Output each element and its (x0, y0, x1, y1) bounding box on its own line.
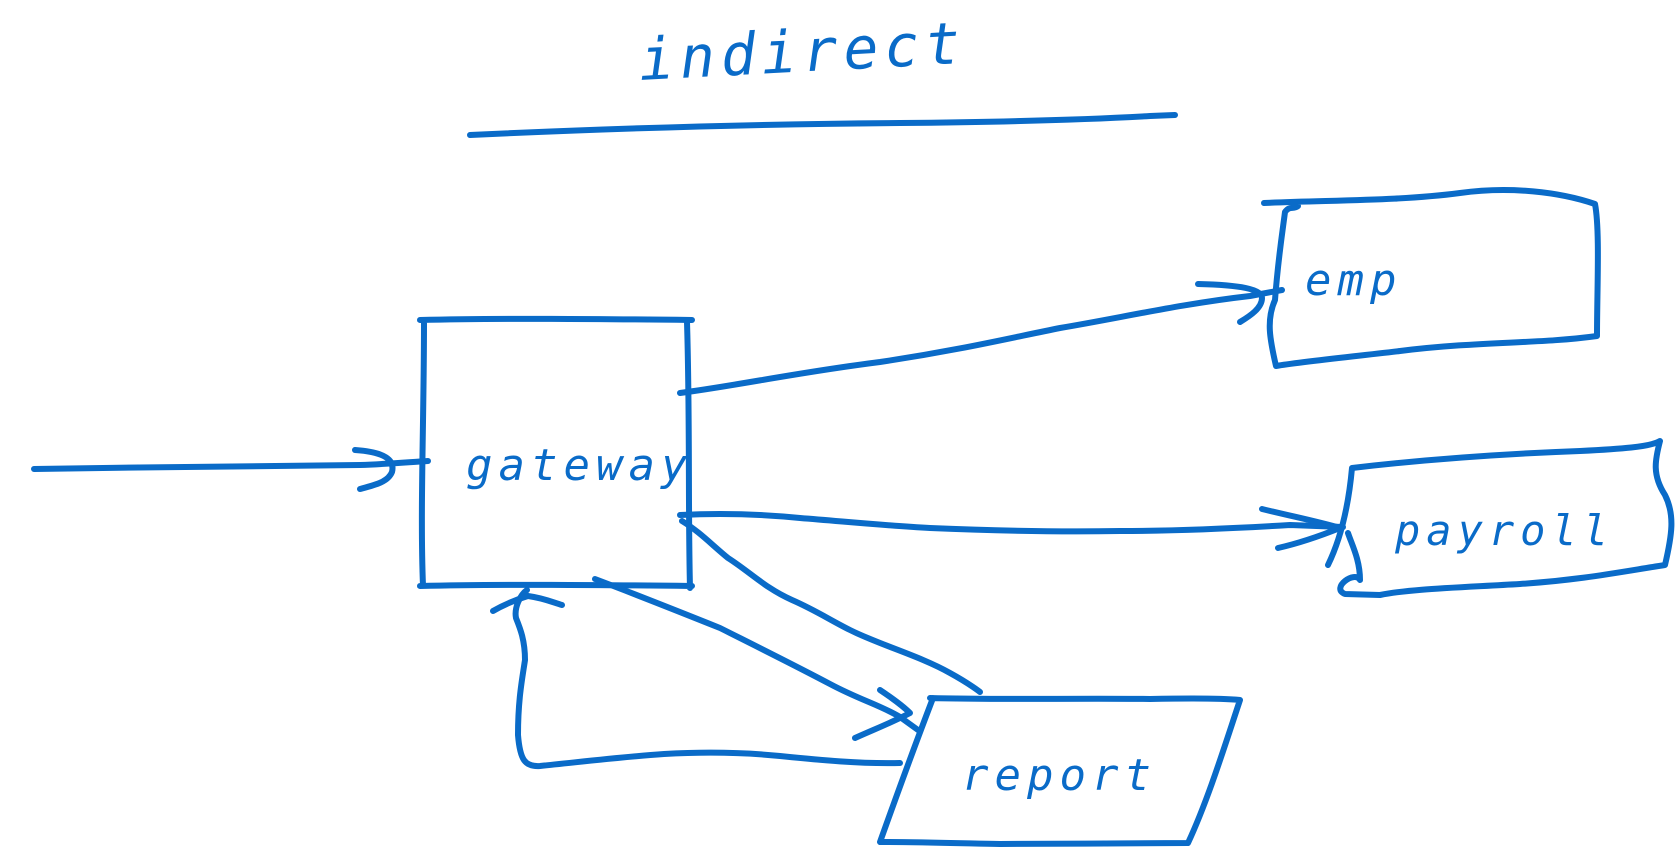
edge-gateway-to-report-alt (679, 518, 983, 695)
payroll-label[interactable]: payroll (1394, 506, 1614, 555)
gateway-label[interactable]: gateway (466, 440, 693, 491)
gateway-box[interactable] (417, 315, 695, 591)
emp-box[interactable] (1261, 187, 1601, 369)
report-label[interactable]: report (962, 750, 1157, 801)
edge-gateway-to-emp-arrowhead (1195, 281, 1265, 325)
report-box[interactable] (877, 695, 1243, 847)
edge-gateway-to-report (592, 576, 921, 733)
payroll-box[interactable] (1325, 438, 1675, 598)
edge-report-to-gateway (512, 587, 903, 770)
edge-gateway-to-report-arrowhead (852, 687, 913, 741)
edge-gateway-to-emp (677, 287, 1285, 396)
edge-report-to-gateway-arrowhead (490, 593, 565, 614)
diagram-title: indirect (637, 9, 967, 94)
edge-external-to-gateway (31, 458, 431, 472)
title-underline (467, 112, 1178, 138)
emp-label[interactable]: emp (1305, 255, 1402, 306)
edge-gateway-to-payroll (677, 511, 1346, 535)
edge-external-to-gateway-arrowhead (352, 447, 396, 492)
